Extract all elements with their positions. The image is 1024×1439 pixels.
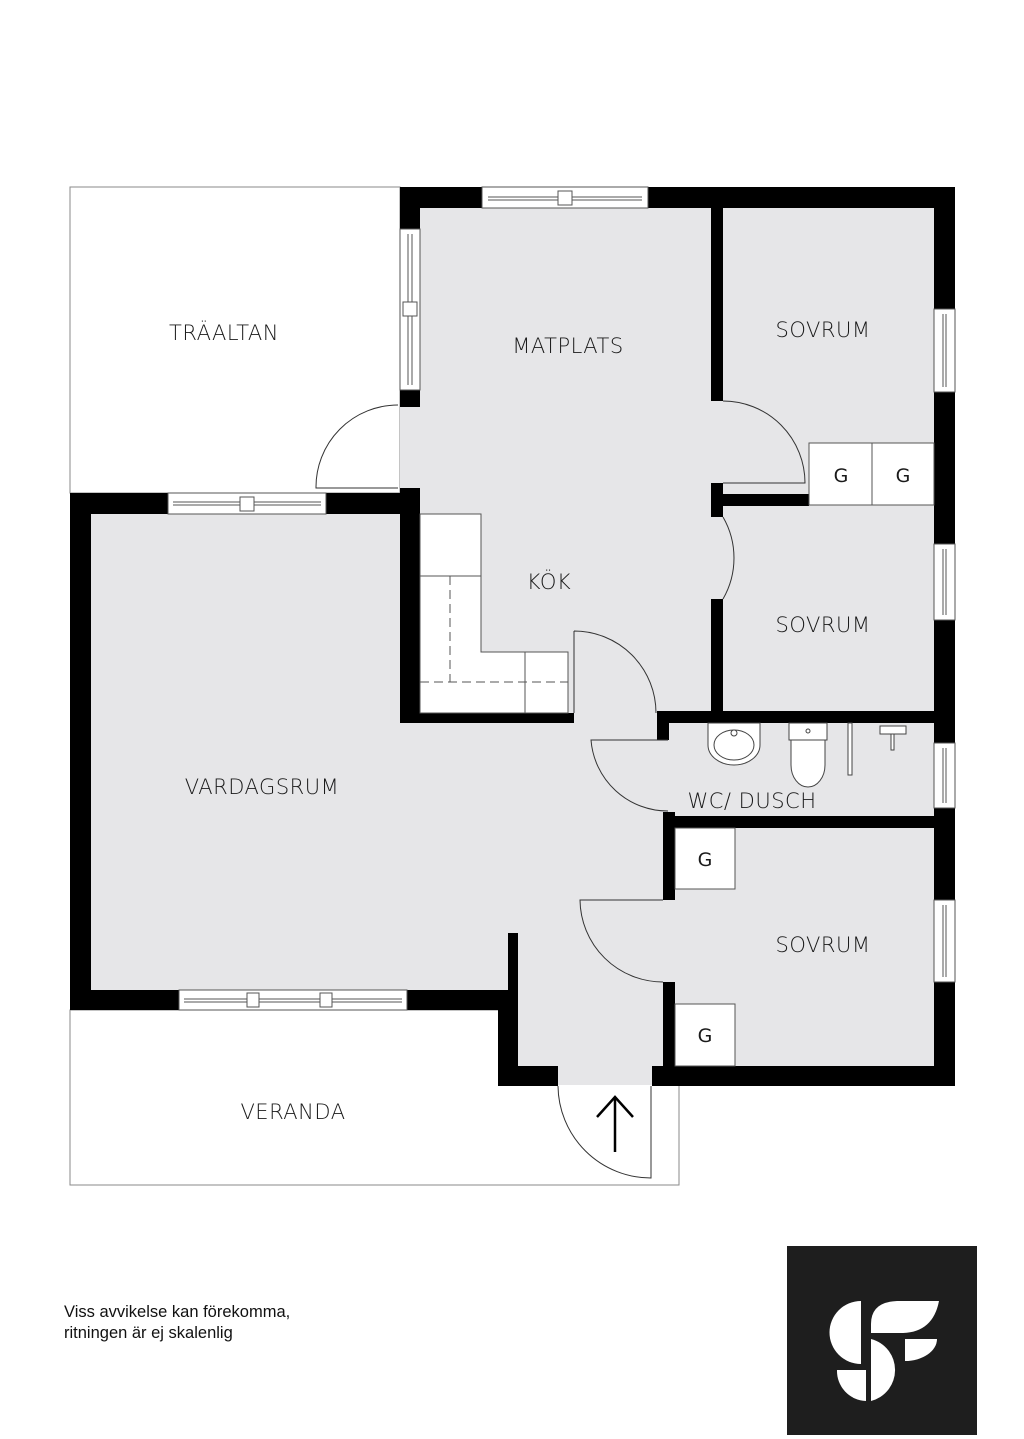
window-sovrum3: [933, 899, 956, 983]
closet-sovrum3-top: [674, 827, 736, 890]
sf-logo-icon: [829, 1301, 939, 1401]
closet-label: G: [896, 465, 911, 487]
window-matplats-left: [399, 228, 421, 391]
closet-label: G: [698, 1025, 713, 1047]
room-label-matplats: MATPLATS: [512, 334, 623, 358]
traaltan-area: [69, 186, 401, 494]
door-sovrum1: [722, 400, 806, 484]
room-label-sovrum-1: SOVRUM: [776, 318, 871, 342]
door-entrance: [557, 1085, 652, 1179]
door-sovrum2: [722, 516, 735, 600]
door-wc: [590, 739, 669, 812]
window-sovrum1: [933, 308, 956, 393]
window-wc: [933, 742, 956, 809]
brand-logo: [787, 1246, 977, 1435]
window-sovrum2: [933, 543, 956, 621]
room-label-kok: KÖK: [527, 568, 571, 594]
windows: [167, 186, 956, 1011]
door-traaltan: [315, 404, 399, 489]
room-label-veranda: VERANDA: [240, 1100, 345, 1124]
room-label-sovrum-3: SOVRUM: [776, 933, 871, 957]
walls: [70, 187, 955, 1086]
arrow-up-icon: [596, 1095, 634, 1152]
door-kok-hall: [573, 630, 657, 714]
room-label-wc-dusch: WC/ DUSCH: [687, 789, 816, 813]
closets: [674, 442, 935, 1067]
room-label-traaltan: TRÄALTAN: [169, 319, 279, 345]
window-vardagsrum-bottom: [178, 989, 408, 1011]
window-vardagsrum-top: [167, 492, 327, 515]
disclaimer-line-2: ritningen är ej skalenlig: [64, 1324, 233, 1342]
closet-sovrum3-bottom: [674, 1003, 736, 1067]
closet-sovrum1-b: [871, 442, 935, 506]
shower-bar-icon: [847, 722, 853, 776]
disclaimer-text: Viss avvikelse kan förekomma, ritningen …: [64, 1302, 290, 1344]
floor-plan: G G G G TRÄALTAN MATPLATS SOVRUM KÖK SOV…: [69, 186, 956, 1186]
kitchen-counter: [419, 513, 569, 714]
doors: [315, 400, 806, 1179]
room-label-sovrum-2: SOVRUM: [776, 613, 871, 637]
window-matplats-top: [481, 186, 649, 209]
closet-label: G: [698, 849, 713, 871]
wc-fixtures: [707, 722, 907, 788]
door-sovrum3: [579, 899, 664, 983]
closet-sovrum1-a: [808, 442, 873, 506]
shower-mixer-icon: [879, 725, 907, 735]
closet-label: G: [834, 465, 849, 487]
room-label-vardagsrum: VARDAGSRUM: [185, 775, 339, 799]
disclaimer-line-1: Viss avvikelse kan förekomma,: [64, 1303, 291, 1321]
